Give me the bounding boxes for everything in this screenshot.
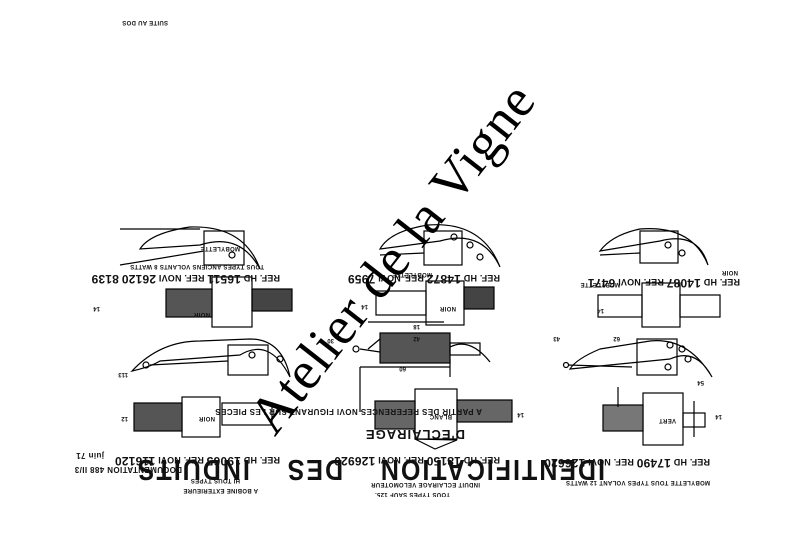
unit-1-dim-b: 54	[697, 379, 704, 385]
documentation-date: juin 71	[75, 451, 104, 460]
unit-1-dim-a: 14	[715, 413, 722, 419]
unit-6-ref: REF. HD 16511 REF. NOVI 26120 8139	[91, 272, 280, 286]
unit-3-dim-a: 12	[121, 415, 128, 421]
unit-6-description-line-2: TOUS TYPES ANCIENS VOLANTS 8 WATTS	[129, 263, 264, 269]
armature-drawing-5	[375, 224, 501, 326]
armature-drawing-4	[597, 228, 721, 328]
armature-drawing-2	[352, 321, 513, 450]
unit-5-color-label: NOIR	[439, 305, 456, 311]
main-title: IDENTIFICATION DES INDUITS	[135, 453, 605, 486]
unit-6-dim-a: 14	[93, 305, 100, 311]
unit-1-color-label: VERT	[658, 417, 676, 423]
unit-3-color-label: NOIR	[198, 415, 215, 421]
armature-drawing-1	[562, 338, 713, 446]
unit-4-description: MOBYLETTE	[580, 281, 620, 287]
unit-3-description-line-2: A BOBINE EXTERIEURE	[183, 487, 258, 493]
unit-6-color-label: NOIR	[193, 311, 210, 317]
unit-6-description-line-1: MOBYLETTE	[200, 245, 240, 251]
unit-4-color-label: NOIR	[721, 269, 738, 275]
unit-4-dim-a: 14	[597, 307, 604, 313]
suite-au-dos-note: SUITE AU DOS	[121, 19, 168, 25]
unit-2-dim-b: 60	[399, 365, 406, 371]
unit-3-dim-b: 113	[118, 371, 128, 377]
unit-5-dim-b: 42	[413, 335, 420, 341]
armature-drawing-6	[119, 226, 293, 328]
subtitle: D'ECLAIRAGE	[364, 427, 465, 442]
unit-2-description-line-2: TOUS TYPES SAUF 125.	[374, 491, 450, 497]
unit-2-dim-c: 18	[413, 323, 420, 329]
unit-4-dim-c: 62	[613, 335, 620, 341]
unit-4-dim-b: 43	[553, 335, 560, 341]
unit-2-dim-a: 14	[517, 411, 524, 417]
armature-drawing-3	[130, 338, 291, 438]
documentation-number: DOCUMENTATION 488 II/3	[74, 465, 182, 474]
